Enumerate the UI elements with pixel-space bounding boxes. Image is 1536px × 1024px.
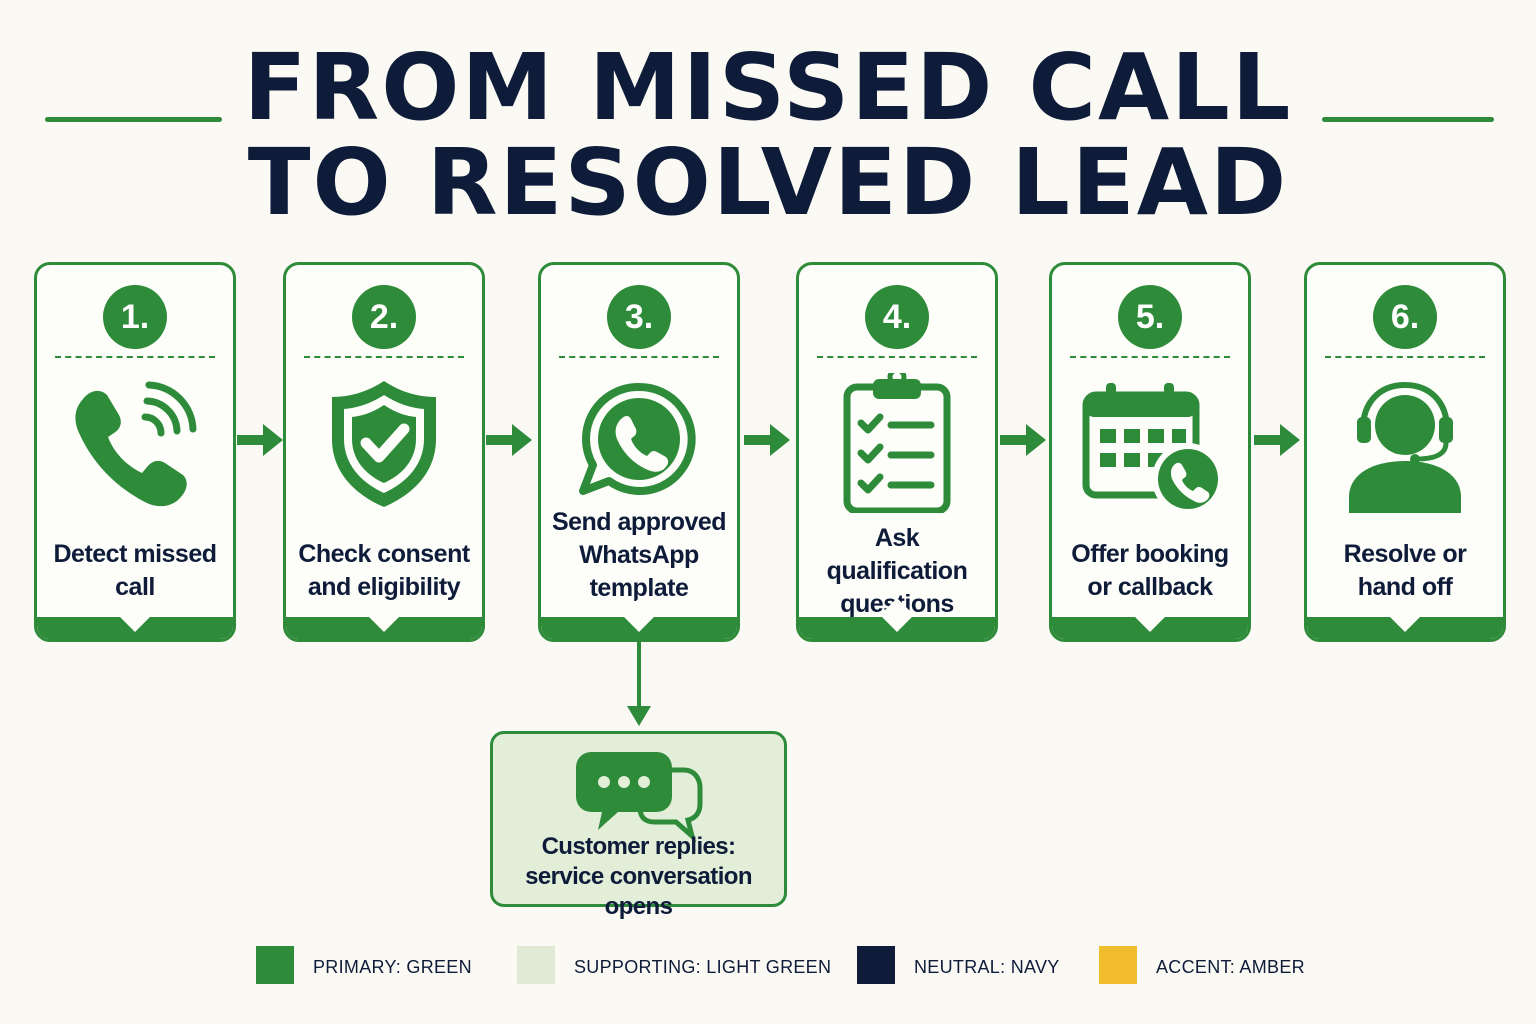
- shield-check-icon: [332, 381, 436, 507]
- phone-ringing-icon: [75, 381, 197, 507]
- calendar-phone-icon: [1082, 383, 1220, 513]
- step-number-badge: 6.: [1373, 285, 1437, 349]
- legend-swatch: [256, 946, 294, 984]
- flow-arrow-1-2: [237, 424, 283, 456]
- step-card-6: 6. Resolve or hand off: [1304, 262, 1506, 642]
- step-card-4: 4. Ask qualification questions: [796, 262, 998, 642]
- legend-label: PRIMARY: GREEN: [313, 957, 472, 977]
- flow-arrow-5-6: [1254, 424, 1300, 456]
- customer-reply-label-line-1: Customer replies:: [541, 833, 736, 860]
- step-card-3: 3. Send approved WhatsApp template: [538, 262, 740, 642]
- page-title-line-2: TO RESOLVED LEAD: [247, 129, 1289, 236]
- step-card-1: 1. Detect missed call: [34, 262, 236, 642]
- step-number-badge: 5.: [1118, 285, 1182, 349]
- flow-arrow-4-5: [1000, 424, 1046, 456]
- legend-label: NEUTRAL: NAVY: [914, 957, 1060, 977]
- headset-agent-icon: [1349, 381, 1461, 513]
- legend-swatch: [1099, 946, 1137, 984]
- legend-swatch: [517, 946, 555, 984]
- divider: [817, 356, 977, 358]
- step-label: Detect missed call: [53, 540, 217, 601]
- whatsapp-icon: [579, 382, 696, 495]
- legend-swatch: [857, 946, 895, 984]
- step-label: Send approved WhatsApp template: [551, 507, 727, 602]
- divider: [304, 356, 464, 358]
- divider: [559, 356, 719, 358]
- step-number-badge: 4.: [865, 285, 929, 349]
- step-label: Check consent and eligibility: [298, 540, 470, 601]
- step-label: Offer booking or callback: [1071, 540, 1229, 601]
- step-label: Resolve or hand off: [1343, 540, 1467, 601]
- divider: [1070, 356, 1230, 358]
- legend-label: ACCENT: AMBER: [1156, 957, 1305, 977]
- title-rule-right: [1322, 117, 1494, 122]
- step-card-2: 2. Check consent and eligibility: [283, 262, 485, 642]
- title-rule-left: [45, 117, 222, 122]
- step-number-badge: 2.: [352, 285, 416, 349]
- flow-arrow-3-4: [744, 424, 790, 456]
- customer-reply-box: Customer replies: service conversation o…: [490, 731, 787, 920]
- step-card-5: 5. Offer booking or callback: [1049, 262, 1251, 642]
- divider: [1325, 356, 1485, 358]
- step-number-badge: 3.: [607, 285, 671, 349]
- chat-bubbles-icon: [575, 752, 702, 842]
- legend-label: SUPPORTING: LIGHT GREEN: [574, 957, 832, 977]
- step-number-badge: 1.: [103, 285, 167, 349]
- customer-reply-label: Customer replies: service conversation o…: [497, 832, 780, 922]
- branch-arrow-down: [627, 640, 651, 726]
- page-title-line-1: FROM MISSED CALL: [243, 34, 1293, 141]
- customer-reply-label-line-2: service conversation opens: [525, 863, 752, 920]
- flow-arrow-2-3: [486, 424, 532, 456]
- divider: [55, 356, 215, 358]
- clipboard-checklist-icon: [843, 373, 951, 513]
